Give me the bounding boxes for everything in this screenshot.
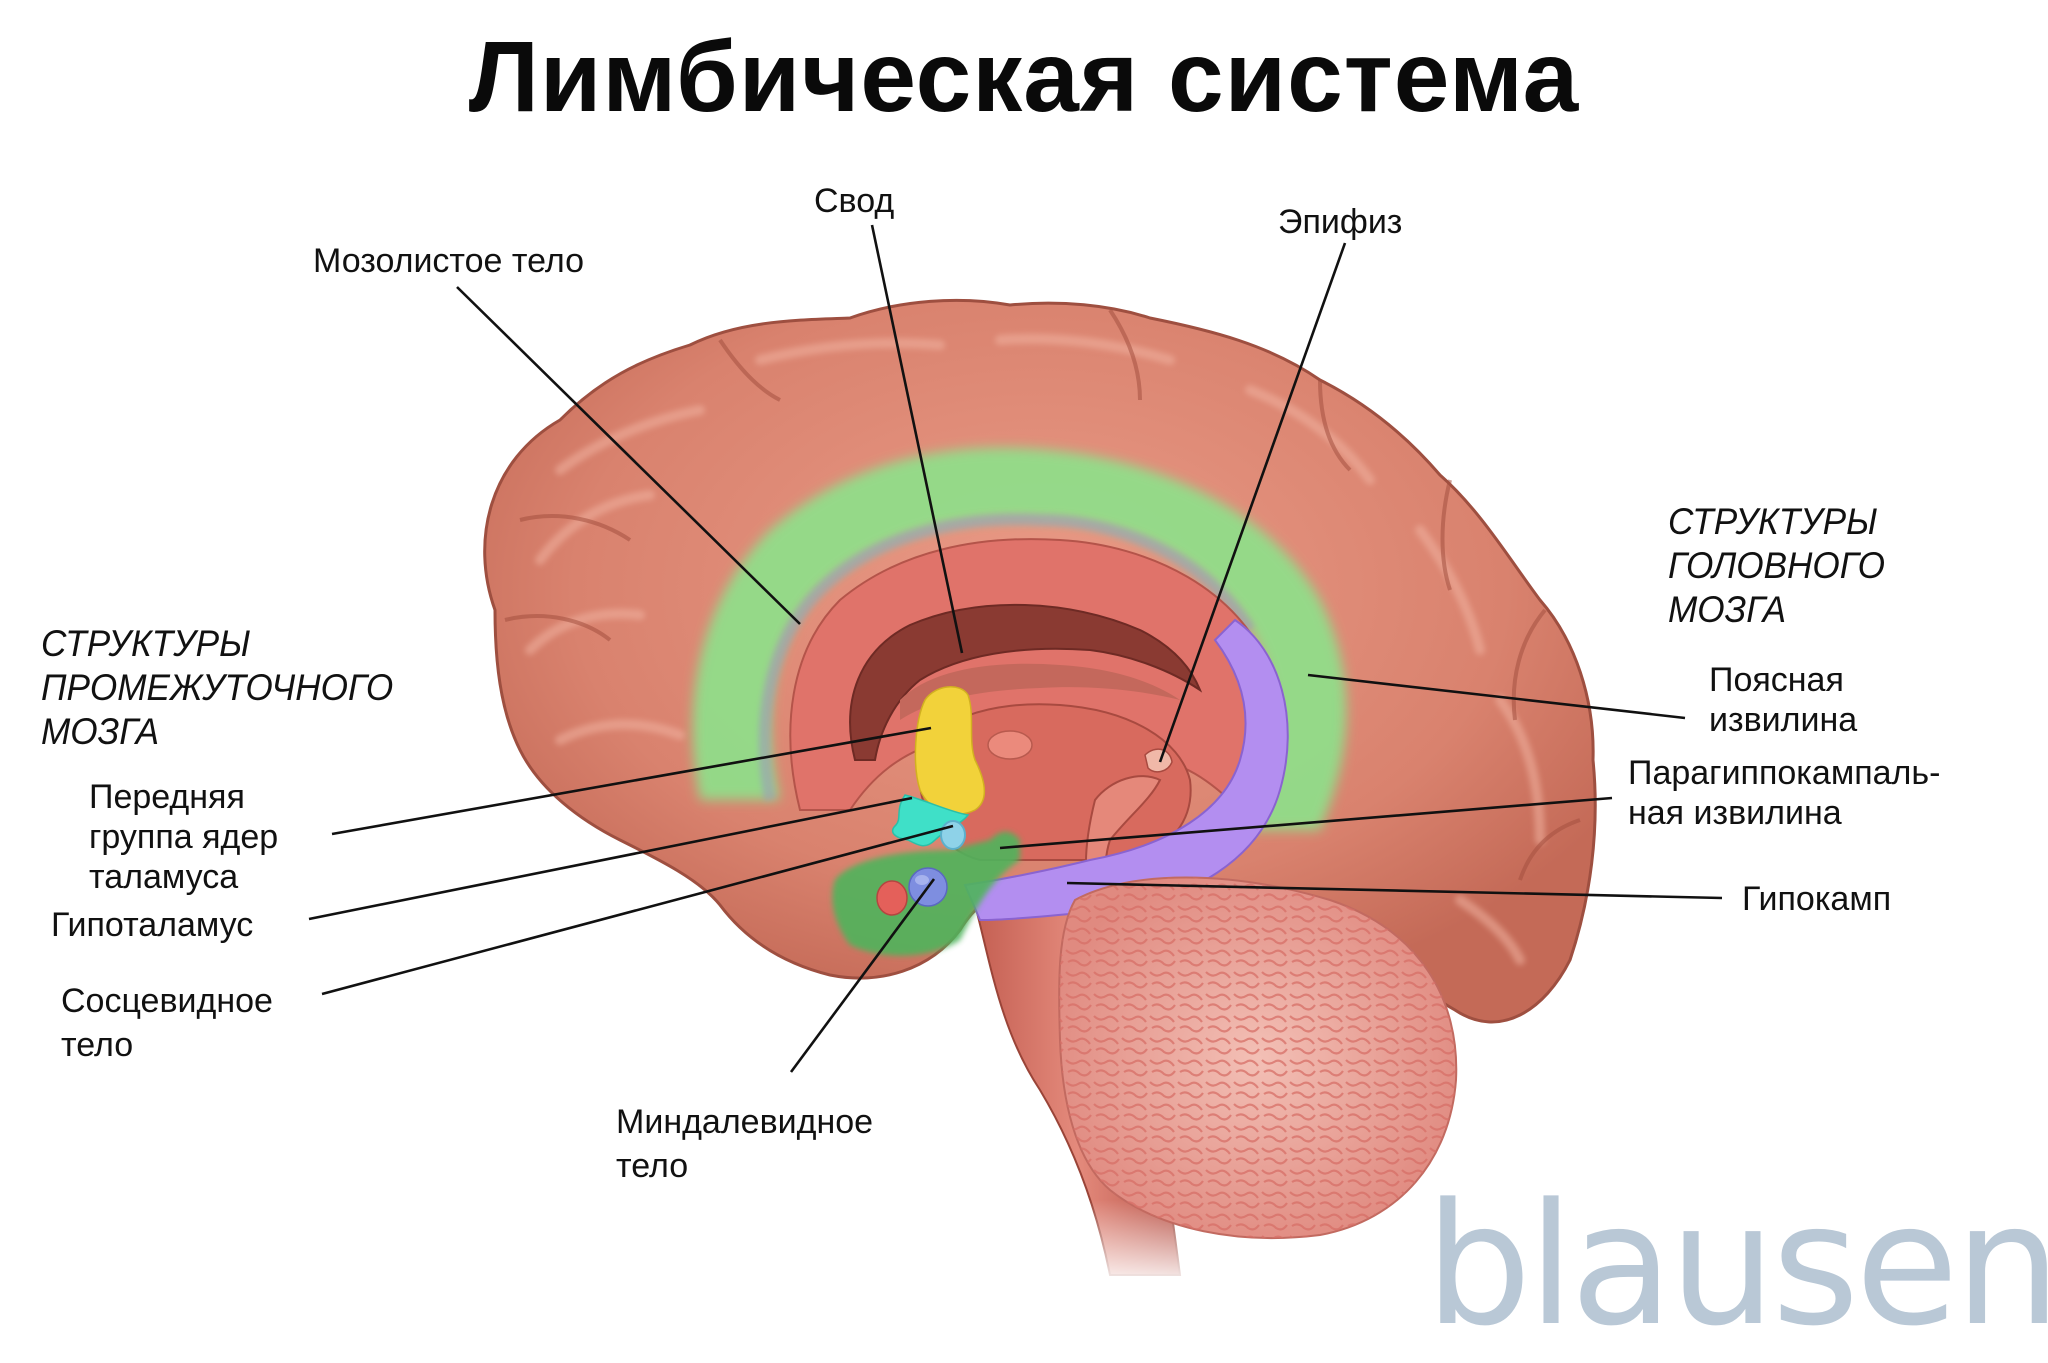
pointer-amygdala [789, 878, 936, 1073]
label-amygdala: Миндалевидное тело [616, 1100, 873, 1188]
label-line: Парагиппокампаль- [1628, 754, 1941, 792]
category-line: ГОЛОВНОГО [1668, 545, 1886, 586]
label-corpus-callosum: Мозолистое тело [313, 242, 584, 280]
label-line: Поясная [1709, 661, 1844, 699]
pointer-corpus-callosum [456, 286, 801, 625]
label-line: извилина [1709, 701, 1858, 739]
pointer-cingulate [1307, 673, 1686, 720]
pointer-lines [308, 224, 1723, 1073]
cingulate-gyrus [692, 447, 1347, 830]
pointer-hippocampus [1066, 881, 1723, 900]
pointer-fornix [870, 224, 964, 654]
label-cingulate: Поясная извилина [1709, 660, 1857, 740]
label-hippocampus: Гипокамп [1742, 880, 1892, 918]
category-diencephalon: СТРУКТУРЫ ПРОМЕЖУТОЧНОГО МОЗГА [41, 622, 393, 754]
label-line: Передняя [89, 778, 245, 816]
pointer-hypothalamus [308, 796, 913, 921]
label-fornix: Свод [814, 182, 895, 220]
label-line: Миндалевидное [616, 1103, 874, 1141]
hypothalamus [891, 794, 970, 847]
pointer-pineal [1158, 242, 1347, 763]
label-line: тело [616, 1147, 689, 1185]
blausen-logo: blausen [1425, 1167, 2048, 1363]
lateral-ventricle [849, 603, 1203, 761]
category-line: СТРУКТУРЫ [41, 623, 251, 664]
label-line: тело [61, 1026, 134, 1064]
label-parahippocampal: Парагиппокампаль- ная извилина [1628, 753, 1940, 833]
category-line: МОЗГА [1668, 589, 1787, 630]
mammillary-body [876, 880, 908, 916]
label-line: Сосцевидное [61, 982, 273, 1020]
category-line: СТРУКТУРЫ [1668, 501, 1878, 542]
pointer-mammillary [321, 824, 954, 996]
anterior-thalamic-nuclei [914, 686, 986, 815]
label-anterior-thalamic: Передняя группа ядер таламуса [89, 777, 278, 897]
optic-region [940, 820, 966, 850]
label-mammillary: Сосцевидное тело [61, 979, 273, 1067]
pointer-anterior-thalamic [331, 726, 932, 836]
label-pineal: Эпифиз [1278, 203, 1403, 241]
label-hypothalamus: Гипоталамус [51, 906, 254, 944]
label-line: таламуса [89, 858, 239, 896]
diagram-title: Лимбическая система [468, 21, 1580, 133]
category-telencephalon: СТРУКТУРЫ ГОЛОВНОГО МОЗГА [1668, 500, 1885, 632]
category-line: МОЗГА [41, 711, 160, 752]
pointer-parahippocampal [999, 796, 1613, 850]
category-line: ПРОМЕЖУТОЧНОГО [41, 667, 394, 708]
label-line: ная извилина [1628, 794, 1842, 832]
hippocampus [963, 618, 1289, 922]
label-line: группа ядер [89, 818, 279, 856]
cerebellum [1058, 876, 1458, 1239]
